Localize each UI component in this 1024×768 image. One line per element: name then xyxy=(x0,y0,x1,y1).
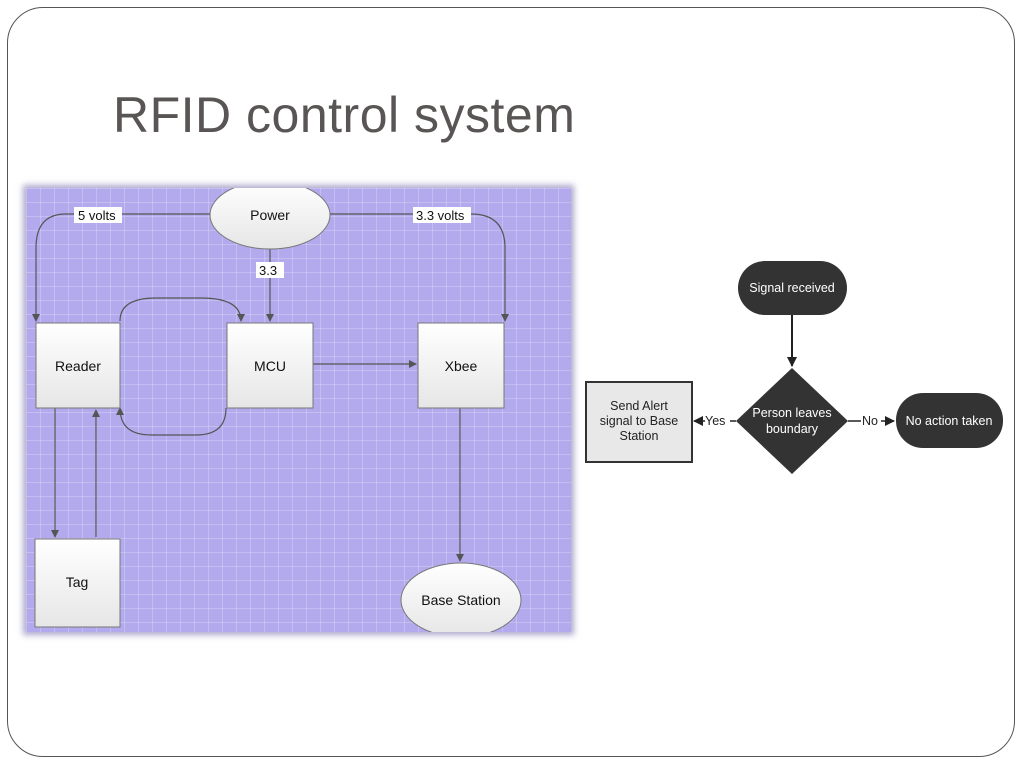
edge-label-bg xyxy=(256,262,284,278)
reader-node xyxy=(35,322,121,409)
slide-title: RFID control system xyxy=(113,87,576,143)
xbee-node xyxy=(417,322,505,409)
xbee-label: Xbee xyxy=(445,358,478,374)
tag-label: Tag xyxy=(66,574,89,590)
reader-label: Reader xyxy=(55,358,101,374)
edge-label-bg xyxy=(74,207,122,223)
edge-label-3-3-volts: 3.3 volts xyxy=(416,208,465,223)
edge-power-reader xyxy=(32,213,210,322)
power-node xyxy=(209,188,331,250)
block-diagram: 5 volts 3.3 volts 3.3 Power Reader MCU X… xyxy=(32,188,522,632)
mcu-label: MCU xyxy=(254,358,286,374)
power-label: Power xyxy=(250,207,290,223)
edge-mcu-reader xyxy=(116,407,227,436)
edge-label-bg xyxy=(413,207,471,223)
base-station-node xyxy=(400,562,522,632)
edge-reader-mcu xyxy=(119,297,245,322)
edge-power-xbee xyxy=(330,213,509,322)
tag-node xyxy=(34,538,121,628)
edge-label-3-3: 3.3 xyxy=(259,263,277,278)
mcu-node xyxy=(226,322,314,409)
base-station-label: Base Station xyxy=(421,592,500,608)
edge-label-5-volts: 5 volts xyxy=(78,208,116,223)
block-diagram-panel: 5 volts 3.3 volts 3.3 Power Reader MCU X… xyxy=(26,188,571,632)
